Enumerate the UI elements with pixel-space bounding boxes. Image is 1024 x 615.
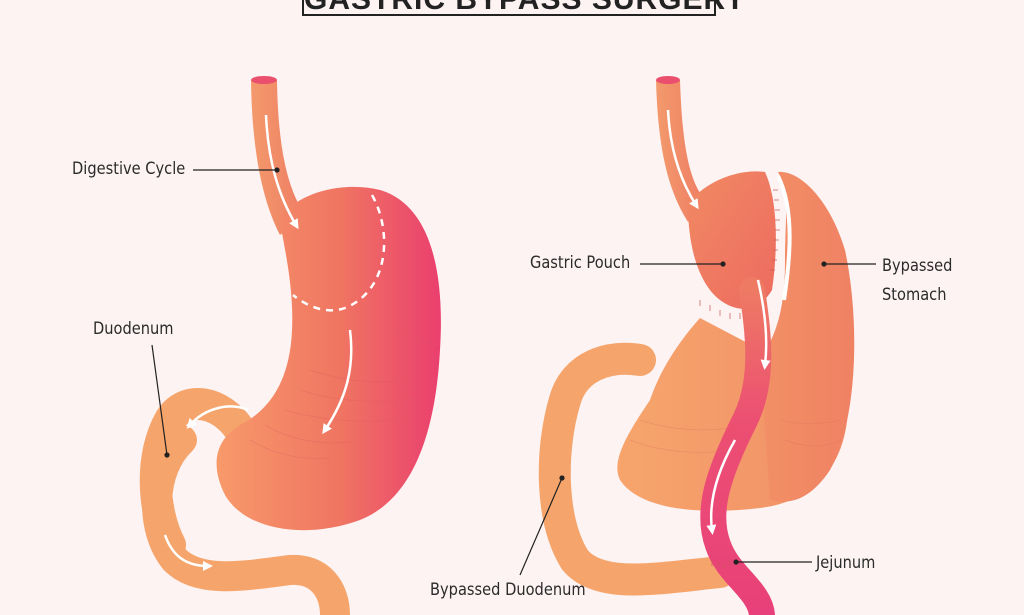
left-arrow-stomach — [322, 329, 353, 435]
leader-dot-jejunum — [733, 559, 739, 565]
right-bypassed-duodenum — [538, 342, 736, 596]
left-fundus-dash — [292, 194, 386, 312]
right-jejunum — [700, 277, 775, 615]
leader-dot-gastric-pouch — [720, 261, 726, 267]
right-arrow-pouch — [756, 279, 771, 370]
left-esophagus — [251, 80, 305, 235]
label-bypassed-stomach-line2: Stomach — [882, 285, 947, 305]
right-staple-line-bypass — [776, 175, 792, 301]
label-jejunum: Jejunum — [816, 553, 876, 573]
right-gastric-pouch — [688, 171, 776, 309]
left-arrow-duodenum — [186, 405, 249, 429]
leader-duodenum — [151, 344, 168, 456]
label-digestive-cycle: Digestive Cycle — [72, 159, 186, 179]
left-arrow-intestine — [163, 534, 213, 571]
label-duodenum: Duodenum — [93, 319, 174, 339]
label-bypassed-stomach-line1: Bypassed — [882, 256, 953, 276]
leader-dot-bypassed-duodenum — [559, 475, 565, 481]
left-rugae — [249, 329, 436, 459]
right-esophagus-opening — [656, 76, 680, 84]
leader-dot-duodenum — [164, 452, 170, 458]
leader-dot-digestive-cycle — [274, 167, 280, 173]
normal-stomach — [139, 76, 441, 615]
right-staple-ticks — [699, 189, 780, 568]
right-bypassed-stomach — [760, 171, 855, 502]
left-stomach-body — [216, 186, 441, 531]
label-bypassed-duodenum: Bypassed Duodenum — [430, 580, 586, 600]
left-arrow-esophagus — [264, 114, 299, 230]
label-gastric-pouch: Gastric Pouch — [530, 253, 631, 273]
right-rugae — [629, 419, 843, 453]
bypass-stomach — [538, 76, 855, 615]
leader-lines — [151, 167, 876, 576]
left-esophagus-opening — [251, 76, 277, 84]
page-title: GASTRIC BYPASS SURGERY — [302, 0, 745, 16]
leader-dot-bypassed-stomach — [821, 261, 827, 267]
leader-bypassed-duodenum — [519, 477, 563, 576]
right-arrow-jejunum — [706, 439, 737, 535]
right-arrow-esophagus — [666, 109, 699, 210]
